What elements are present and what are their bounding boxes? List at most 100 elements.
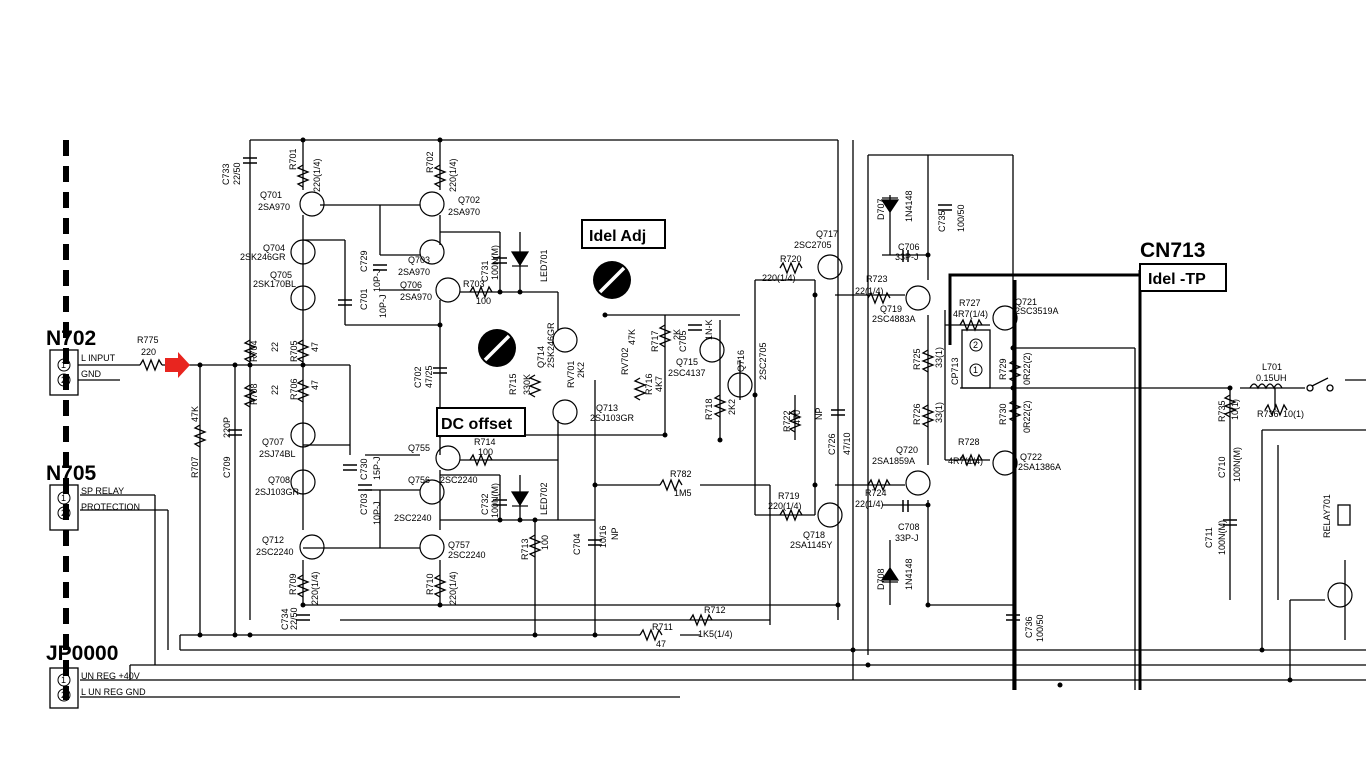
label-q712-ref: Q712: [262, 535, 284, 545]
label-r711-val: 47: [656, 639, 666, 649]
label-r711-ref: R711: [652, 622, 673, 632]
label-r702-val: 220(1/4): [448, 158, 458, 192]
label-q718-ref: Q718: [803, 530, 825, 540]
label-r736-ref: R736: [1257, 409, 1279, 419]
label-r708-val: 22: [270, 385, 280, 395]
label-r719-ref: R719: [778, 491, 800, 501]
label-rv701-ref: RV701: [566, 361, 576, 388]
label-r723-ref: R723: [866, 274, 888, 284]
label-r716-ref: R716: [644, 373, 654, 395]
label-r702-ref: R702: [425, 151, 435, 173]
label-q756b-val: 2SC2240: [394, 513, 432, 523]
jp0000-pin-2: 2: [61, 690, 66, 700]
jp0000-pin-1: 1: [61, 675, 66, 685]
label-r705-ref: R705: [289, 340, 299, 362]
cn713-test-point-lines: [948, 270, 1142, 690]
label-q701-ref: Q701: [260, 190, 282, 200]
label-r728-val: 4R7(1/4): [948, 456, 983, 466]
label-r701-ref: R701: [288, 148, 298, 170]
label-r712-ref: R712: [704, 605, 726, 615]
label-q720-val: 2SA1859A: [872, 456, 915, 466]
label-c706-val: 33P-J: [895, 252, 919, 262]
label-rv702-val: 47K: [627, 329, 637, 345]
cn705-pin-label-1: SP RELAY: [81, 486, 124, 496]
label-r719-val: 220(1/4): [768, 501, 802, 511]
label-r704-val: 22: [270, 342, 280, 352]
label-c704-ref: C704: [572, 533, 582, 555]
label-r701-val: 220(1/4): [312, 158, 322, 192]
label-q707-ref: Q707: [262, 437, 284, 447]
label-c729-val: 10P-J: [372, 268, 382, 292]
label-rv701-val: 2K2: [576, 362, 586, 378]
label-c710-ref: C710: [1217, 456, 1227, 478]
label-r725-val: 33(1): [934, 347, 944, 368]
label-c726-ref: C726: [827, 433, 837, 455]
label-r730-ref: R730: [998, 403, 1008, 425]
label-r722-val: 470: [792, 410, 802, 425]
label-r717-ref: R717: [650, 330, 660, 352]
label-r715-ref: R715: [508, 373, 518, 395]
label-r730-val: 0R22(2): [1022, 400, 1032, 433]
label-q706-val: 2SA970: [400, 292, 432, 302]
label-c704-np: NP: [610, 527, 620, 540]
label-c705-val: 1N-K: [704, 319, 714, 340]
label-q722-ref: Q722: [1020, 452, 1042, 462]
label-r706-ref: R706: [289, 378, 299, 400]
label-q705-val: 2SK170BL: [253, 279, 296, 289]
label-c701-ref: C701: [359, 288, 369, 310]
label-c736-ref: C736: [1024, 616, 1034, 638]
label-c732-ref: C732: [480, 493, 490, 515]
label-c734-ref: C734: [280, 608, 290, 630]
label-r725-ref: R725: [912, 348, 922, 370]
label-q702-val: 2SA970: [448, 207, 480, 217]
label-c736-val: 100/50: [1035, 614, 1045, 642]
label-r722-ref: R722: [782, 410, 792, 432]
label-r782-ref: R782: [670, 469, 692, 479]
label-c708-ref: C708: [898, 522, 920, 532]
label-r729-val: 0R22(2): [1022, 352, 1032, 385]
label-q719-ref: Q719: [880, 304, 902, 314]
label-q713-val: 2SJ103GR: [590, 413, 635, 423]
label-q704-val: 2SK246GR: [240, 252, 286, 262]
label-r728-ref: R728: [958, 437, 980, 447]
label-r722-np: NP: [814, 407, 824, 420]
jp0000-pin-label-1: UN REG +40V: [81, 671, 140, 681]
label-r718-ref: R718: [704, 398, 714, 420]
label-c730-val: 15P-J: [372, 456, 382, 480]
resistors: [139, 164, 1288, 642]
label-r703-ref: R703: [463, 279, 485, 289]
label-q757-ref: Q757: [448, 540, 470, 550]
label-c711-val: 100N(M): [1217, 520, 1227, 555]
label-r726-ref: R726: [912, 403, 922, 425]
label-r727-ref: R727: [959, 298, 981, 308]
label-r720-val: 220(1/4): [762, 273, 796, 283]
wiring: [78, 139, 1366, 698]
label-r727-val: 4R7(1/4): [953, 309, 988, 319]
label-c709-val: 220P: [222, 417, 232, 438]
jp0000-pin-label-2: L UN REG GND: [81, 687, 146, 697]
label-c734-val: 22/50: [289, 607, 299, 630]
label-c731-val: 100N(M): [490, 245, 500, 280]
label-c702-val: 47/25: [424, 365, 434, 388]
label-q703-ref: Q703: [408, 255, 430, 265]
label-c709-ref: C709: [222, 456, 232, 478]
label-c726-val: 47/10: [842, 432, 852, 455]
connector-cn702-body: [49, 349, 79, 396]
label-c702-ref: C702: [413, 366, 423, 388]
label-q717-ref: Q717: [816, 229, 838, 239]
cn713-pin-1: 1: [973, 365, 978, 375]
cn705-pin-2: 2: [61, 508, 66, 518]
idle-adj-label: Idel Adj: [589, 228, 646, 245]
label-led702-ref: LED702: [539, 482, 549, 515]
label-q716-val: 2SC2705: [758, 342, 768, 380]
label-q702-ref: Q702: [458, 195, 480, 205]
cn702-title: N702: [46, 327, 96, 350]
inductor-l701: [1249, 383, 1283, 390]
label-r718-val: 2K2: [727, 399, 737, 415]
label-r717-val: 2K: [672, 329, 682, 340]
label-c703-ref: C703: [359, 493, 369, 515]
label-r735-ref: R735: [1217, 400, 1227, 422]
label-c735-ref: C735: [937, 210, 947, 232]
label-r724-ref: R724: [865, 488, 887, 498]
